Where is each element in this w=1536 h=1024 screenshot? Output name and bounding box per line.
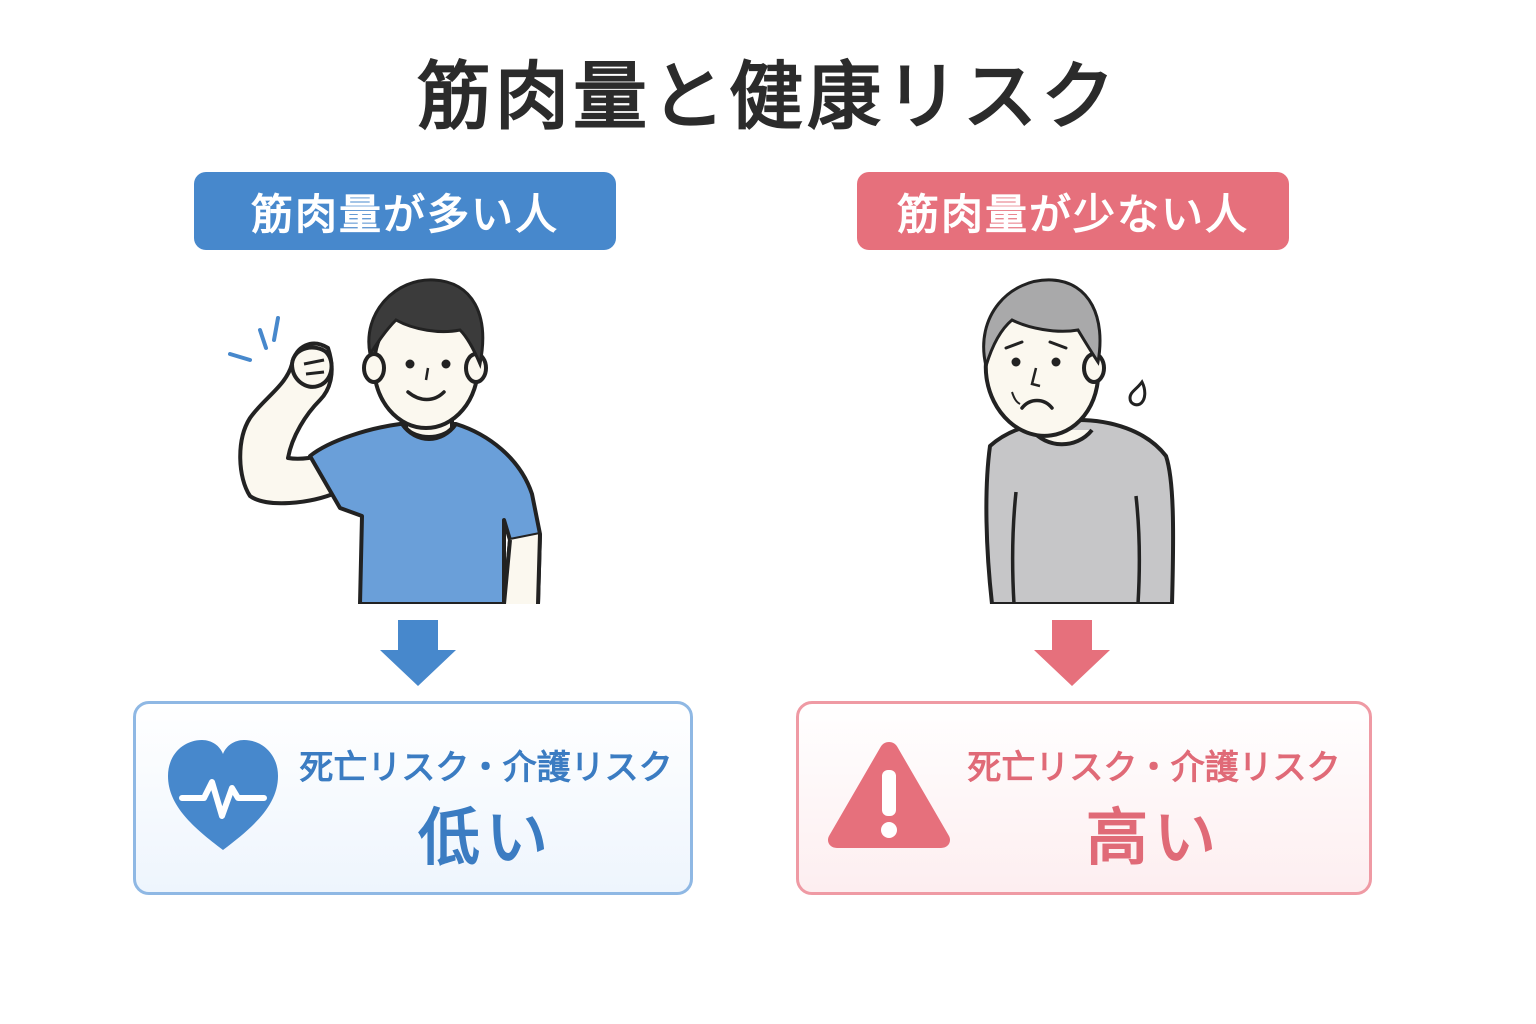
low-muscle-label: 筋肉量が少ない人 — [857, 172, 1289, 250]
arrow-down-icon — [1034, 620, 1110, 686]
heart-pulse-icon — [168, 740, 278, 850]
high-risk-level: 高い — [1085, 801, 1222, 874]
low-risk-subject: 死亡リスク・介護リスク — [299, 748, 673, 788]
page-title: 筋肉量と健康リスク — [417, 54, 1119, 140]
warning-icon — [827, 742, 951, 848]
flexing-man-icon — [228, 278, 542, 604]
high-risk-box: 死亡リスク・介護リスク 高い — [796, 701, 1372, 895]
worried-elderly-man-icon — [982, 278, 1176, 604]
high-risk-subject: 死亡リスク・介護リスク — [967, 748, 1341, 788]
low-risk-box: 死亡リスク・介護リスク 低い — [133, 701, 693, 895]
high-muscle-label: 筋肉量が多い人 — [194, 172, 616, 250]
low-risk-level: 低い — [417, 801, 554, 874]
arrow-down-icon — [380, 620, 456, 686]
